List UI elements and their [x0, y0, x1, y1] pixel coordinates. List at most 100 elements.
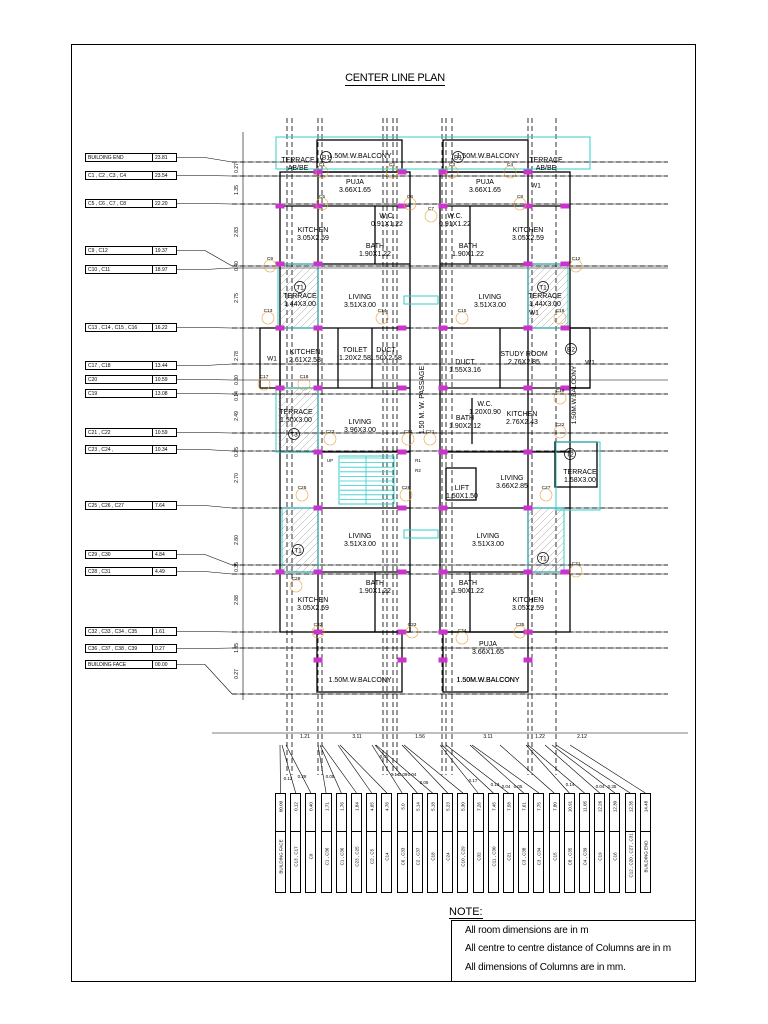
side-balcony-label: 1.50M.W.BALCONY	[571, 365, 578, 424]
reference-mark-circle	[565, 343, 577, 355]
column	[523, 169, 533, 175]
hatch-line	[281, 507, 290, 516]
column-tag-label: C18	[300, 374, 309, 380]
room-dimension: 1.50X1.50	[446, 493, 478, 500]
level-leader	[177, 157, 668, 163]
hatch-line	[281, 513, 319, 551]
hatch-line	[299, 309, 319, 329]
room-dimension: 1.50X3.00	[280, 417, 312, 424]
x-level-leader	[445, 744, 509, 794]
x-level-leader	[471, 744, 540, 794]
hatch-line	[527, 263, 564, 300]
room-name: W.C.	[447, 213, 462, 220]
room-name: LIFT	[455, 485, 470, 492]
room-dimension: 1.44X3.00	[529, 301, 561, 308]
column-tag-circle	[311, 625, 325, 639]
note-line-1: All room dimensions are in m	[465, 925, 589, 936]
column-tag-label: C16	[556, 308, 565, 314]
column-tag-label: C31	[572, 561, 581, 567]
small-dimension: 0.14	[566, 782, 575, 787]
column	[397, 657, 407, 663]
level-name: C1 , C2 , C3 , C4	[88, 173, 127, 179]
x-level-leader	[374, 744, 418, 794]
column-tag-label: C4	[507, 162, 513, 168]
note-line-3: All dimensions of Columns are in mm.	[465, 962, 626, 973]
column-tag-label: C22	[556, 422, 565, 428]
column	[560, 569, 570, 575]
hatch-line	[281, 507, 311, 537]
hatch-line	[527, 263, 550, 286]
room-dimension: 1.50X2.58	[370, 355, 402, 362]
left-dimension: 0.35	[234, 562, 240, 572]
column	[560, 385, 570, 391]
column	[523, 449, 533, 455]
reference-mark-circle	[320, 151, 332, 163]
reference-mark: T1	[539, 555, 547, 562]
level-value: 23.54	[152, 172, 168, 180]
column	[313, 325, 323, 331]
level-leader	[177, 554, 668, 566]
columns	[275, 169, 570, 663]
left-dimension: 2.83	[234, 227, 240, 237]
reference-mark: T3	[290, 431, 298, 438]
hatch-line	[292, 302, 319, 329]
column-tag-label: C19	[556, 388, 565, 394]
column	[275, 385, 285, 391]
column	[275, 203, 285, 209]
small-dimension: 0.04	[502, 784, 511, 789]
x-level-leader	[544, 744, 600, 794]
room-dimension: 3.66X1.65	[339, 187, 371, 194]
column-tag-label: C3	[449, 162, 455, 168]
level-name: C23 , C24 ,	[88, 447, 114, 453]
room-dimension: 3.51X3.00	[474, 302, 506, 309]
left-dimension: 0.27	[234, 669, 240, 679]
hatch-line	[527, 507, 536, 516]
hatch-line	[527, 520, 565, 558]
reference-mark-circle	[537, 281, 549, 293]
column	[523, 261, 533, 267]
column-tag-label: C23	[326, 429, 335, 435]
hatch-line	[547, 307, 569, 329]
column	[397, 569, 407, 575]
column	[275, 569, 285, 575]
column	[313, 449, 323, 455]
left-dimension: 0.25	[234, 447, 240, 457]
plan-title: CENTER LINE PLAN	[345, 72, 445, 86]
column-tag-circle	[399, 488, 413, 502]
staircase	[340, 456, 393, 504]
hatch-line	[279, 274, 319, 314]
hatch-line	[285, 295, 319, 329]
small-dimension: 0.14	[391, 772, 400, 777]
hatch-line	[533, 541, 565, 573]
column-tag-circle	[297, 377, 311, 391]
column-tag-circle	[455, 311, 469, 325]
column	[523, 657, 533, 663]
room-dimension: 1.90X1.22	[452, 588, 484, 595]
hatch-line	[279, 281, 319, 321]
reference-mark: T1	[294, 547, 302, 554]
column	[397, 449, 407, 455]
column	[397, 325, 407, 331]
column-tag-label: C15	[458, 308, 467, 314]
small-dimension: 0.13	[491, 782, 500, 787]
column	[275, 261, 285, 267]
hatch-line	[279, 263, 302, 286]
column	[397, 385, 407, 391]
left-dimension: 2.70	[234, 473, 240, 483]
column	[438, 169, 448, 175]
level-value: 19.37	[152, 247, 168, 255]
room-dimension: 3.66X2.85	[496, 483, 528, 490]
column	[438, 629, 448, 635]
x-level-leader	[339, 744, 388, 794]
column-tag-circle	[375, 311, 389, 325]
room-name: 1.50M.W.BALCONY	[328, 153, 391, 160]
room-dimension: 3.05X2.59	[512, 605, 544, 612]
